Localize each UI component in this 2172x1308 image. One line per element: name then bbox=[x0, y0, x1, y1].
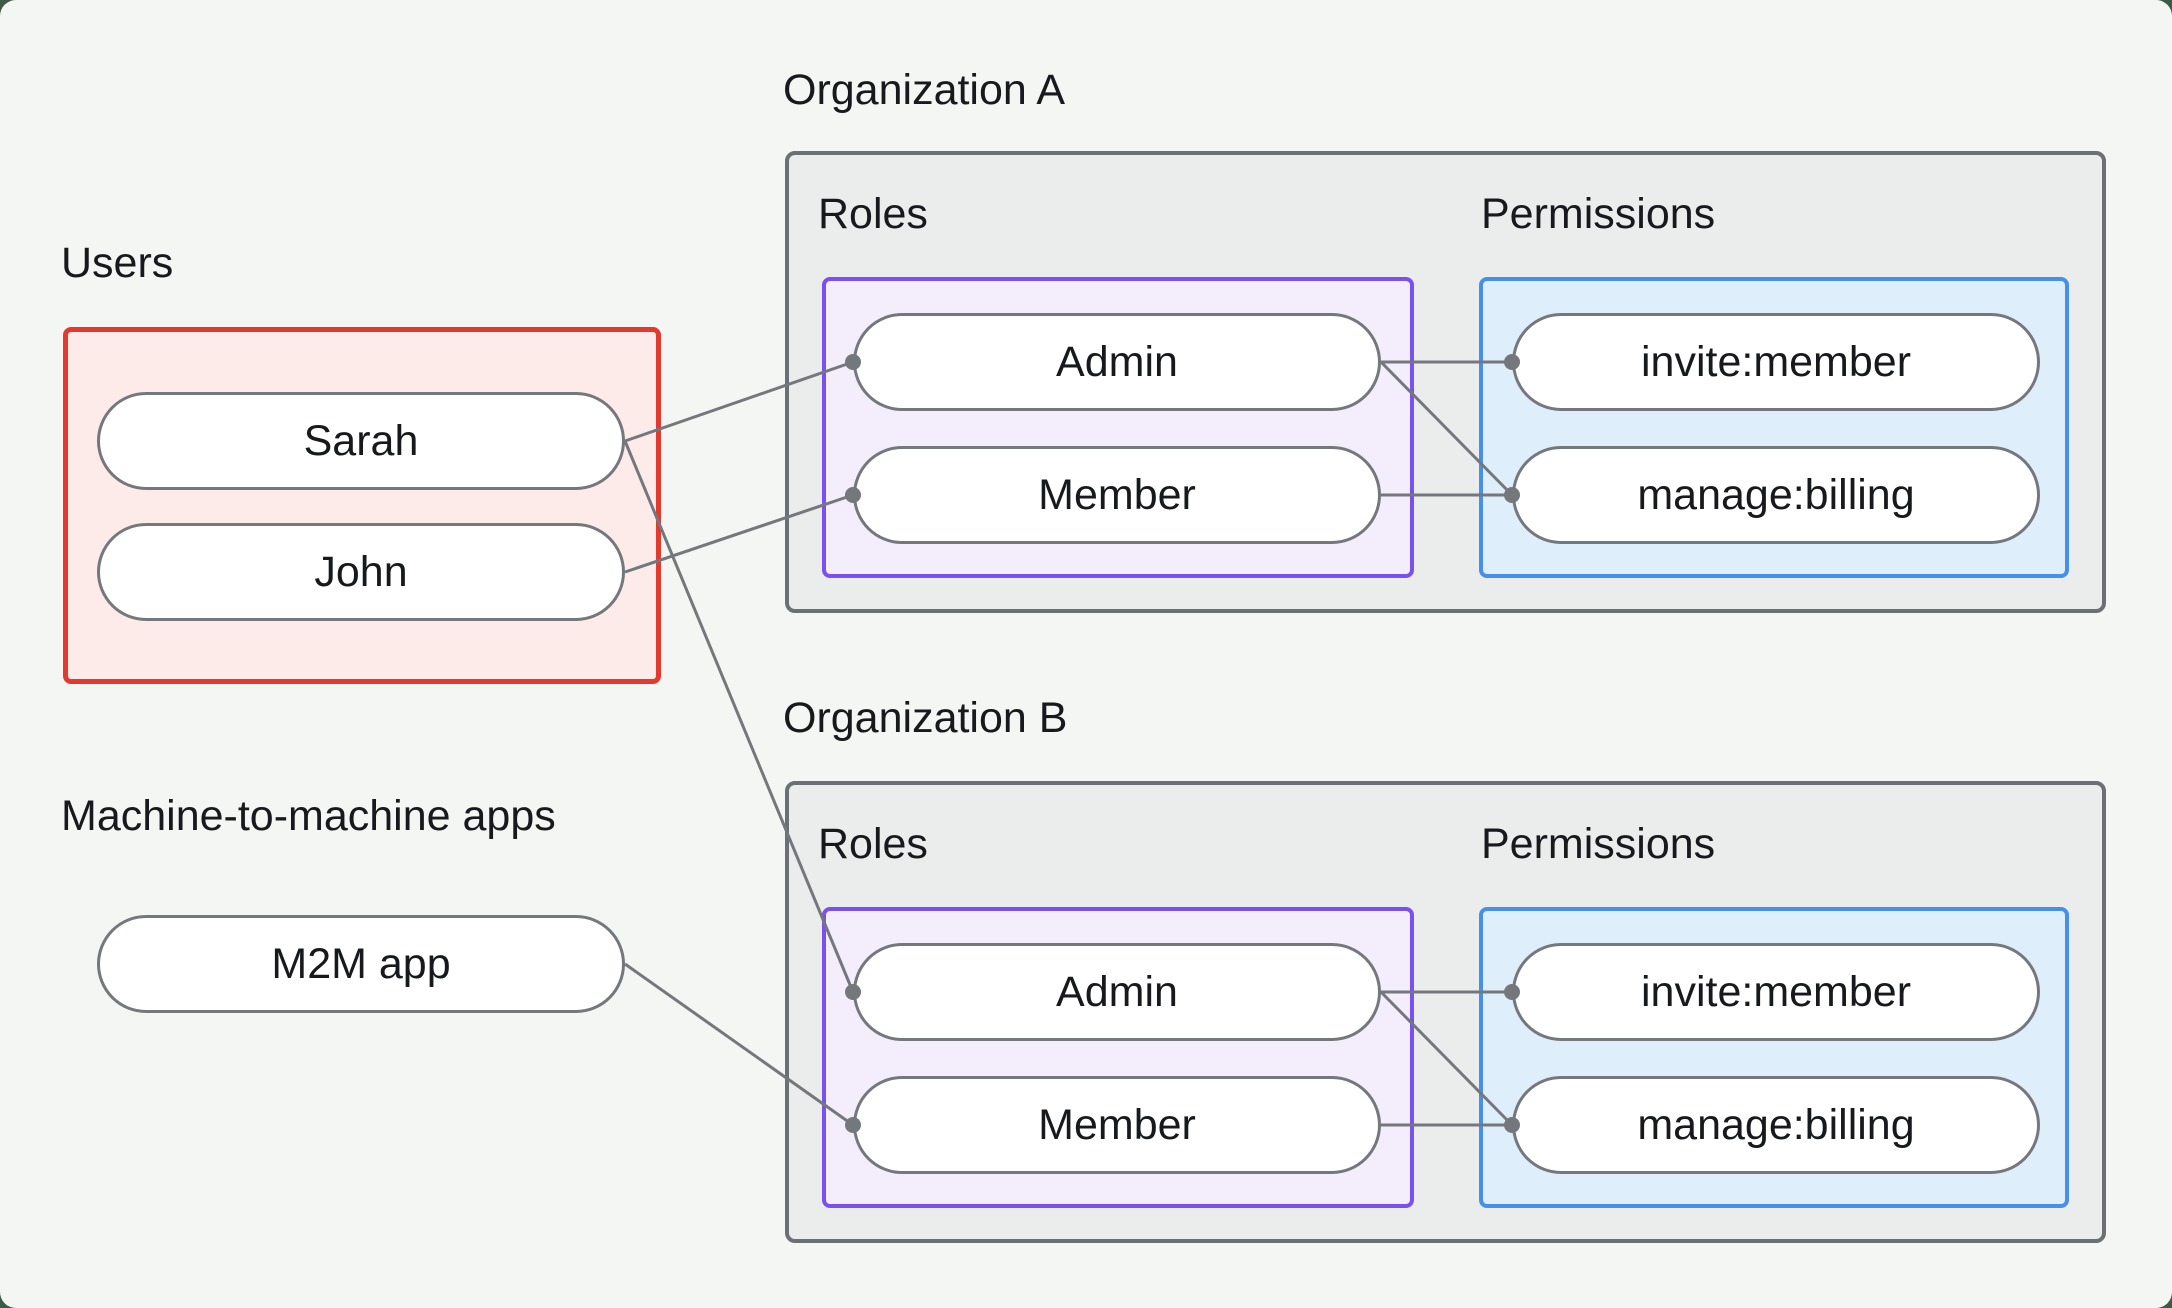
org-a-role-pill-member: Member bbox=[853, 446, 1381, 544]
org-a-title: Organization A bbox=[783, 66, 1066, 114]
user-pill-john: John bbox=[97, 523, 625, 621]
m2m-app-pill: M2M app bbox=[97, 915, 625, 1013]
org-b-title: Organization B bbox=[783, 694, 1068, 742]
users-section-label: Users bbox=[61, 239, 174, 287]
org-b-permission-pill-invite-member: invite:member bbox=[1512, 943, 2040, 1041]
machine-apps-section-label: Machine-to-machine apps bbox=[61, 792, 556, 840]
user-pill-sarah: Sarah bbox=[97, 392, 625, 490]
org-a-permission-pill-invite-member: invite:member bbox=[1512, 313, 2040, 411]
org-b-permission-pill-manage-billing: manage:billing bbox=[1512, 1076, 2040, 1174]
org-b-role-pill-member: Member bbox=[853, 1076, 1381, 1174]
org-b-roles-label: Roles bbox=[818, 820, 928, 868]
org-a-permissions-label: Permissions bbox=[1481, 190, 1716, 238]
org-a-permission-pill-manage-billing: manage:billing bbox=[1512, 446, 2040, 544]
users-group-box bbox=[63, 327, 661, 684]
org-b-permissions-label: Permissions bbox=[1481, 820, 1716, 868]
org-a-role-pill-admin: Admin bbox=[853, 313, 1381, 411]
org-b-role-pill-admin: Admin bbox=[853, 943, 1381, 1041]
org-a-roles-label: Roles bbox=[818, 190, 928, 238]
